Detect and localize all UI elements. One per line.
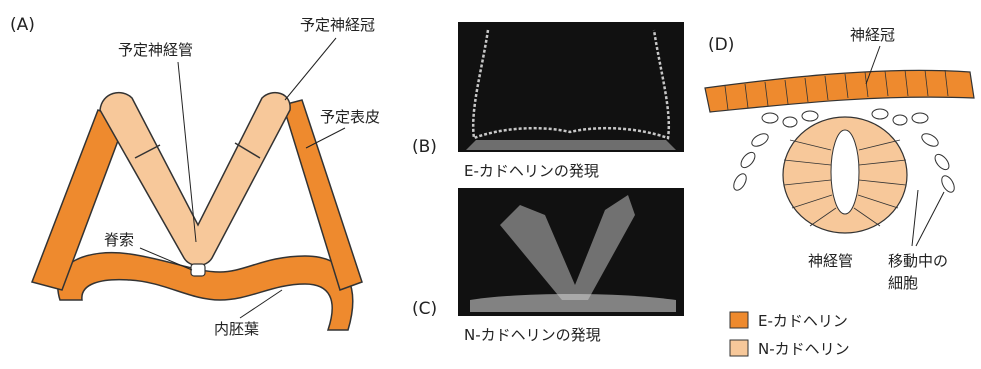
label-migrating-1: 移動中の [888,252,948,270]
neural-tube-lumen [831,130,859,214]
leader-migrating-1 [912,190,918,246]
panel-c-caption: N-カドヘリンの発現 [464,326,601,344]
legend-swatch-n-cadherin [730,340,748,356]
label-endoderm-a: 内胚葉 [214,320,259,338]
panel-b: (B) E-カドヘリンの発現 [412,22,684,180]
label-neural-tube-d: 神経管 [808,252,853,270]
panel-a: (A) 予定神経管 予定神経冠 予定表皮 脊索 内胚葉 [10,15,380,338]
label-neural-crest-d: 神経冠 [850,26,895,44]
notochord [191,264,205,276]
label-epidermis-a: 予定表皮 [320,108,380,126]
panel-d: (D) [705,26,974,292]
panel-b-caption: E-カドヘリンの発現 [464,162,599,180]
legend-label-e-cadherin: E-カドヘリン [758,312,848,330]
label-migrating-2: 細胞 [888,274,918,292]
e-cadherin-signal-base [466,140,676,150]
legend-swatch-e-cadherin [730,312,748,328]
leader-migrating-2 [916,192,944,246]
panel-c-letter: (C) [412,299,437,319]
n-cadherin-signal-base [470,294,676,312]
legend: E-カドヘリン N-カドヘリン [730,312,850,358]
panel-a-letter: (A) [10,15,35,35]
panel-c: (C) N-カドヘリンの発現 [412,188,684,344]
label-notochord-a: 脊索 [104,231,134,249]
legend-label-n-cadherin: N-カドヘリン [758,340,850,358]
epidermis-band-d [705,70,974,112]
leader-neural-crest-a [285,38,336,100]
panel-b-letter: (B) [412,137,437,157]
label-neural-crest-a: 予定神経冠 [300,16,375,34]
label-neural-tube-a: 予定神経管 [118,41,193,59]
panel-d-letter: (D) [708,35,734,55]
